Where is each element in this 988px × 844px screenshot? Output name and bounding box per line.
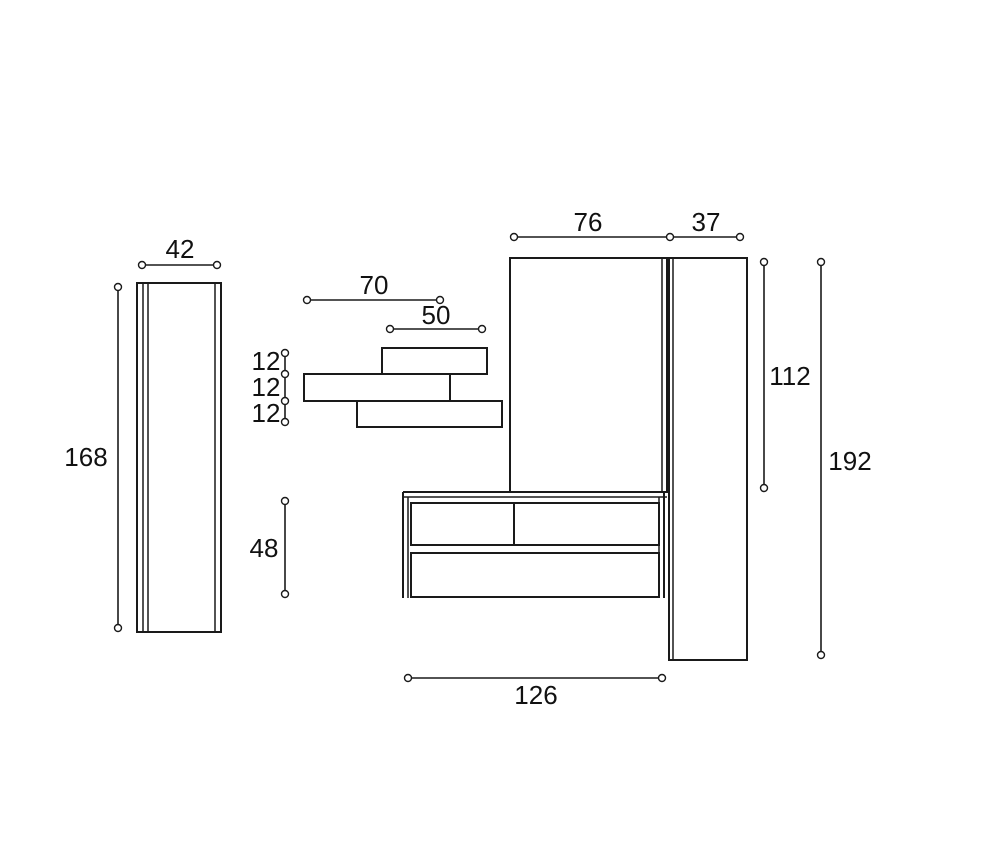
label-168: 168 [64, 442, 107, 472]
dimension-width-37: 37 [665, 207, 745, 242]
tall-column [668, 257, 748, 661]
dimension-thickness-12-stack: 12 12 12 [252, 346, 290, 428]
label-12-mid: 12 [252, 372, 281, 402]
dimension-width-42: 42 [137, 234, 222, 270]
drawer-bottom [410, 552, 660, 598]
label-12-bot: 12 [252, 398, 281, 428]
dimension-height-48: 48 [250, 496, 290, 599]
label-112: 112 [769, 361, 810, 391]
label-12-top: 12 [252, 346, 281, 376]
label-48: 48 [250, 533, 279, 563]
drawer-top-right [513, 502, 660, 546]
dimension-width-76: 76 [509, 207, 670, 242]
dimension-height-168: 168 [64, 282, 123, 633]
floating-shelves [303, 347, 503, 428]
dimension-height-112: 112 [759, 257, 811, 493]
dimension-width-50: 50 [385, 300, 487, 334]
label-42: 42 [166, 234, 195, 264]
label-70: 70 [360, 270, 389, 300]
dimension-height-192: 192 [816, 257, 872, 660]
tall-side-panel [136, 282, 222, 633]
label-126: 126 [514, 680, 557, 710]
shelf-bottom [356, 400, 503, 428]
wall-cabinet [509, 257, 668, 493]
shelf-middle [303, 373, 451, 402]
label-50: 50 [422, 300, 451, 330]
base-unit [402, 491, 667, 598]
label-76: 76 [574, 207, 603, 237]
dimension-width-70: 70 [302, 270, 445, 305]
shelf-top [381, 347, 488, 375]
drawer-top-left [410, 502, 515, 546]
label-37: 37 [692, 207, 721, 237]
label-192: 192 [828, 446, 871, 476]
dimension-width-126: 126 [403, 673, 667, 710]
